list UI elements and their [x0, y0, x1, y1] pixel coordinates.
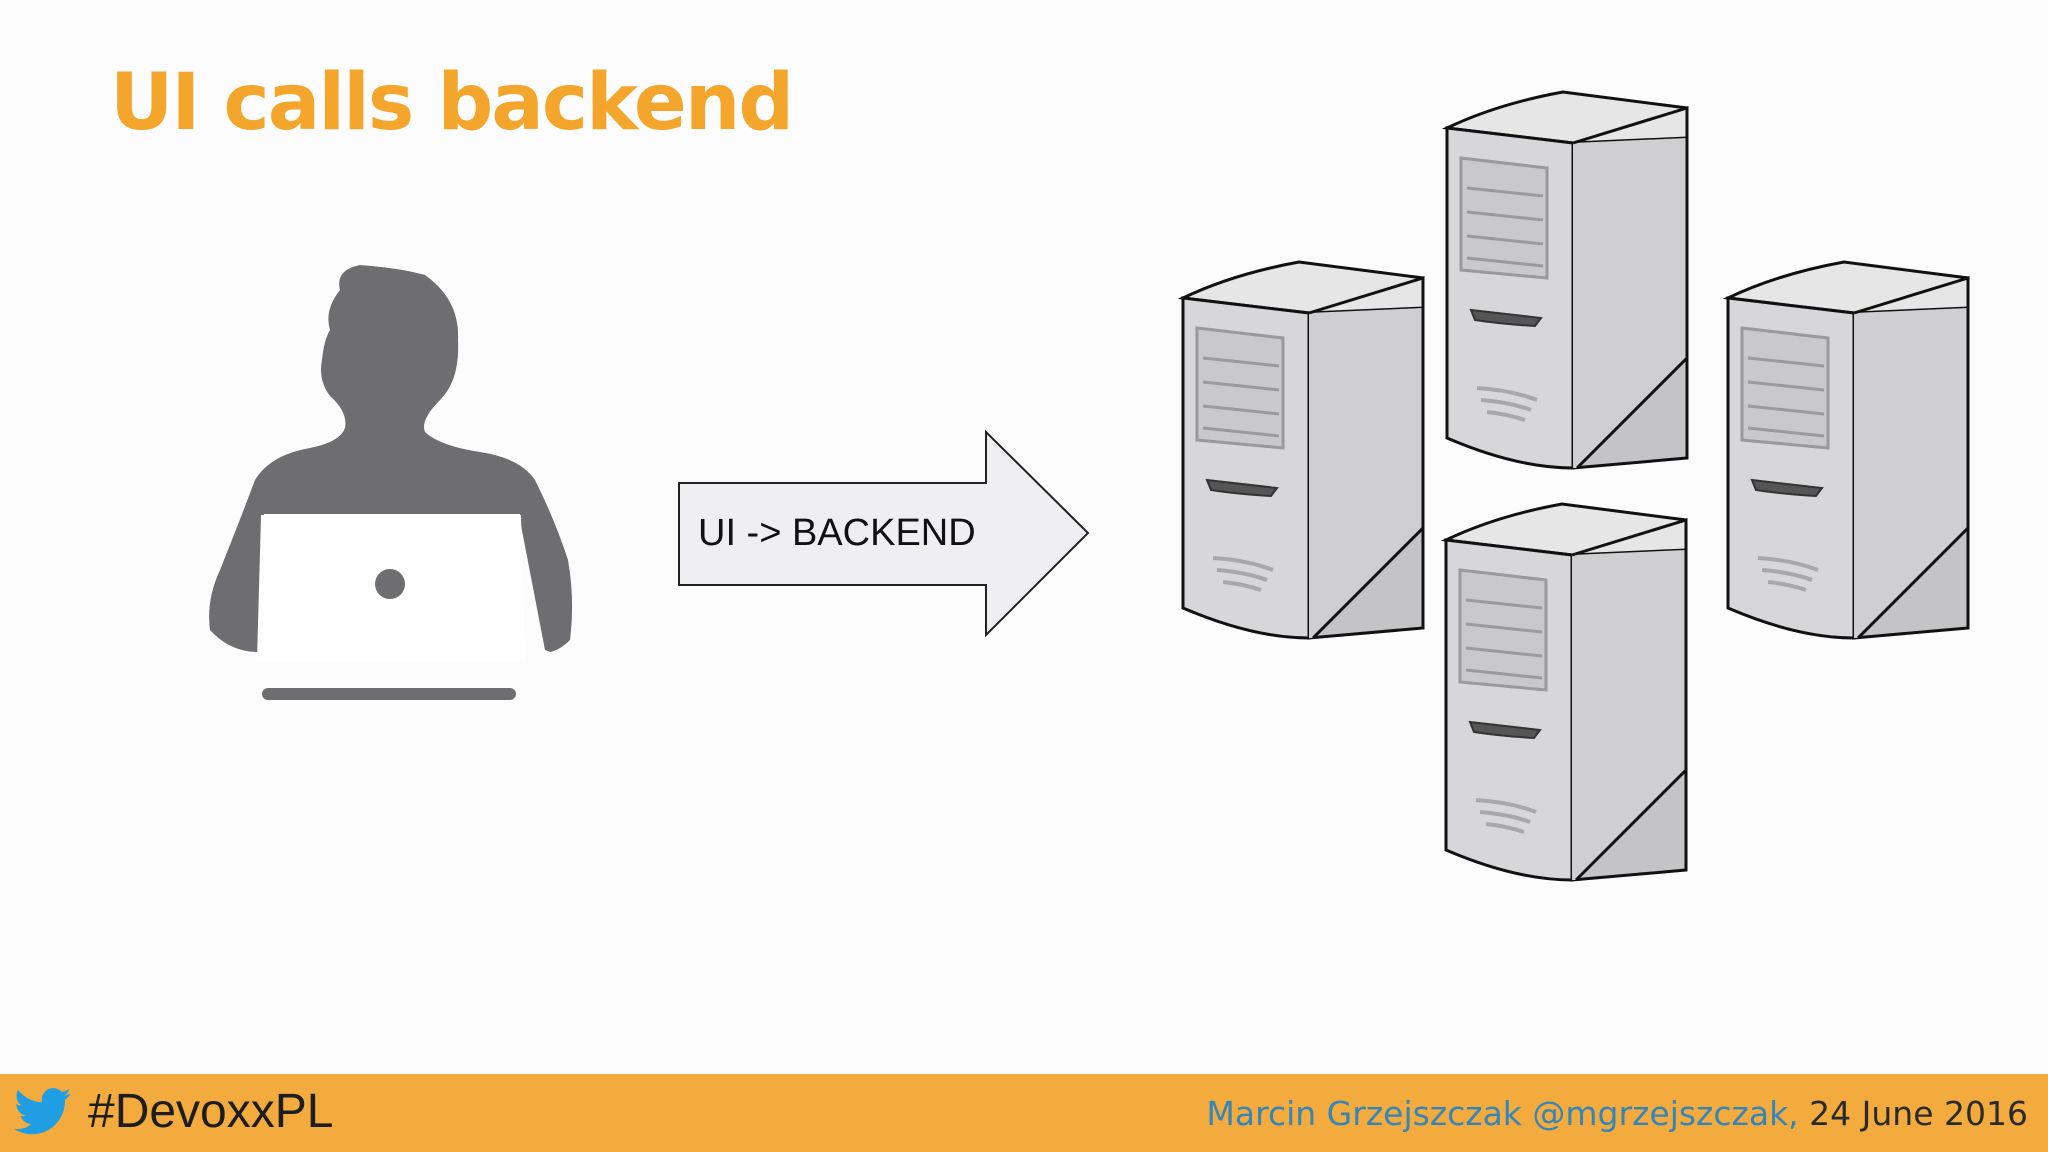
event-hashtag: #DevoxxPL	[88, 1085, 334, 1138]
server-tower-icon	[1444, 502, 1688, 882]
slide-title: UI calls backend	[110, 58, 794, 148]
twitter-bird-icon	[13, 1086, 72, 1143]
server-tower-icon	[1181, 260, 1425, 640]
arrow-shape	[678, 429, 1090, 638]
server-tower-icon	[1726, 260, 1970, 640]
speaker-author: Marcin Grzejszczak @mgrzejszczak,	[1206, 1094, 1799, 1133]
server-tower-icon	[1445, 90, 1689, 470]
talk-date: 24 June 2016	[1809, 1094, 2028, 1133]
speaker-credits: Marcin Grzejszczak @mgrzejszczak, 24 Jun…	[1206, 1094, 2028, 1133]
diagram	[209, 90, 1970, 882]
footer-bar: #DevoxxPL Marcin Grzejszczak @mgrzejszcz…	[0, 1074, 2048, 1152]
arrow-label: UI -> BACKEND	[698, 512, 976, 554]
person-with-laptop-icon	[209, 265, 573, 700]
